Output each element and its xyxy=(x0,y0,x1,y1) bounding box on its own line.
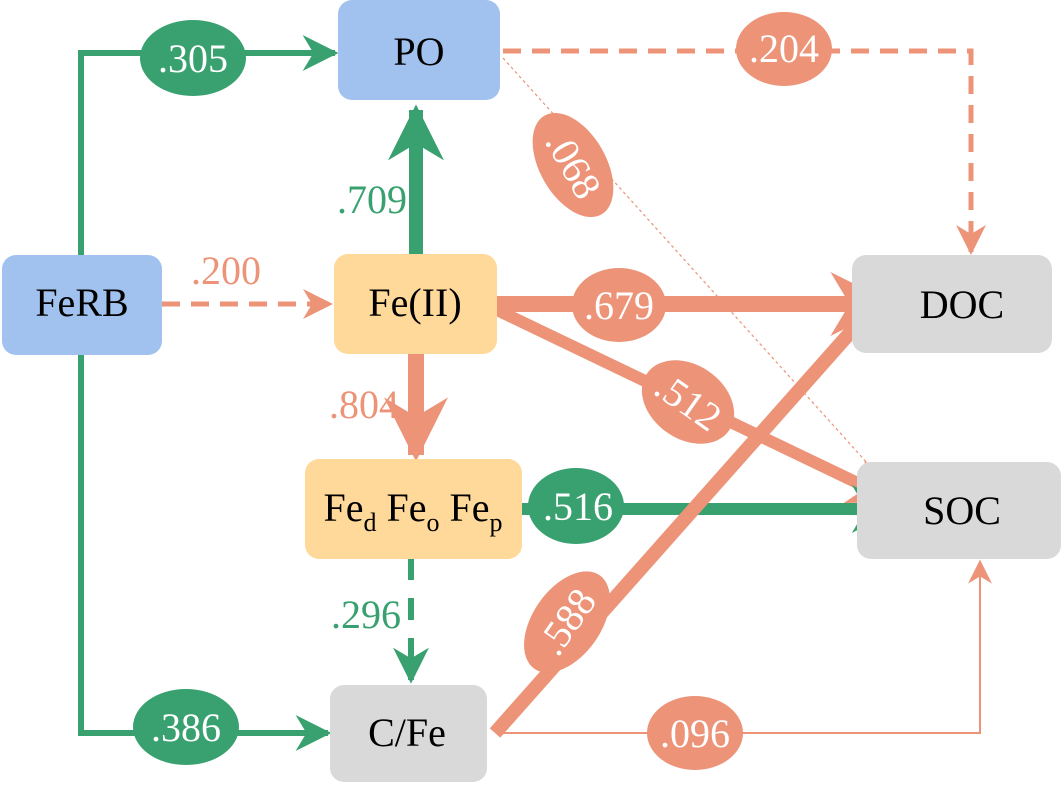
coef-label-709: .709 xyxy=(337,177,407,222)
coef-ellipse-588: .588 xyxy=(524,571,610,673)
edge-po-doc xyxy=(503,48,986,255)
coef-label: .516 xyxy=(543,484,613,529)
coef-label: .096 xyxy=(660,711,730,756)
node-soc-label: SOC xyxy=(923,488,1001,533)
coef-ellipse-305: .305 xyxy=(140,20,246,96)
coef-ellipse-096: .096 xyxy=(647,696,743,770)
node-ferb-label: FeRB xyxy=(35,280,128,325)
coef-ellipse-204: .204 xyxy=(736,12,832,86)
node-doc: DOC xyxy=(852,255,1052,353)
node-cfe-label: C/Fe xyxy=(368,710,446,755)
node-feii-label: Fe(II) xyxy=(368,280,461,325)
coef-label: .204 xyxy=(749,26,819,71)
node-ferb: FeRB xyxy=(2,255,162,355)
coef-ellipse-068: .068 xyxy=(532,112,614,218)
coef-ellipse-516: .516 xyxy=(528,468,624,544)
coef-ellipse-386: .386 xyxy=(133,689,239,765)
coef-label-200: .200 xyxy=(191,248,261,293)
edge-ferb-po xyxy=(78,35,339,255)
coef-label-804: .804 xyxy=(329,382,399,427)
coef-label: .305 xyxy=(158,36,228,81)
node-doc-label: DOC xyxy=(920,282,1004,327)
coef-label: .386 xyxy=(151,705,221,750)
node-soc: SOC xyxy=(857,462,1061,559)
node-po: PO xyxy=(338,0,500,100)
node-po-label: PO xyxy=(393,29,444,74)
coef-ellipse-679: .679 xyxy=(572,268,666,342)
node-fe-forms: Fed Feo Fep xyxy=(305,459,522,559)
node-cfe: C/Fe xyxy=(330,685,487,782)
node-fe-forms-label: Fed Feo Fep xyxy=(324,485,503,537)
edge-ferb-cfe xyxy=(78,355,332,751)
coef-label-296: .296 xyxy=(331,592,401,637)
coef-ellipse-512: .512 xyxy=(641,360,735,444)
coef-label: .679 xyxy=(584,283,654,328)
node-feii: Fe(II) xyxy=(334,254,497,354)
